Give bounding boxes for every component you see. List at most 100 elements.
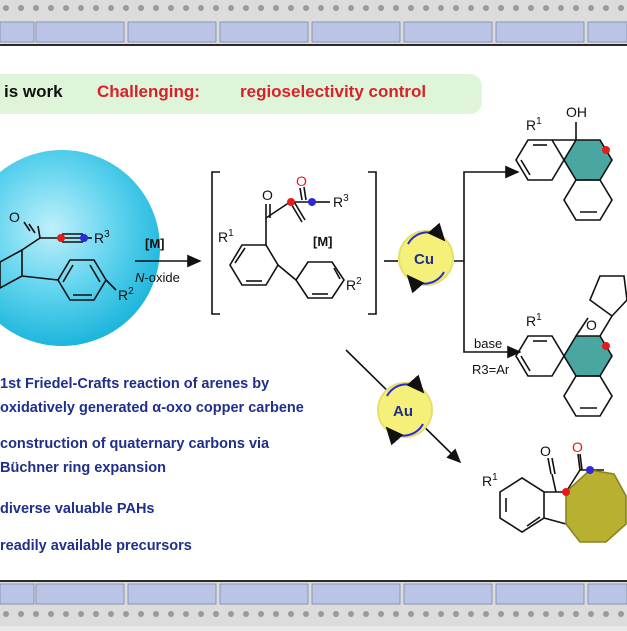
film-sprocket-hole [153,5,159,11]
dibenzopyran-product: O R1 [515,275,627,417]
buchner-product: O O R1 [482,439,627,543]
buchner-acyl-oxygen: O [572,439,583,455]
film-sprocket-hole [258,5,264,11]
copper-catalyst-circle [398,230,454,286]
film-sprocket-hole [468,5,474,11]
film-sprocket-hole [168,611,174,617]
film-sprocket-hole [78,611,84,617]
buchner-r1: R1 [482,472,498,489]
film-strip-bottom-graphic [0,583,627,617]
arrow-to-phenol [454,165,520,262]
ether-r1: R1 [526,312,542,329]
intermediate-oxygen: O [262,187,273,203]
film-sprocket-hole [228,5,234,11]
film-sprocket-hole [393,5,399,11]
film-strip-bottom [0,582,627,626]
film-sprocket-hole [18,5,24,11]
film-sprocket-hole [453,5,459,11]
film-sprocket-hole [63,5,69,11]
film-sprocket-hole [528,611,534,617]
film-sprocket-hole [93,5,99,11]
substrate-r3: R3 [94,229,110,246]
film-sprocket-hole [498,5,504,11]
film-sprocket-hole [378,5,384,11]
intermediate-brackets [211,171,377,315]
film-sprocket-hole [108,5,114,11]
film-sprocket-hole [153,611,159,617]
intermediate-bonds [229,186,345,299]
film-sprocket-hole [573,5,579,11]
film-sprocket-hole [498,611,504,617]
film-sprocket-hole [213,611,219,617]
this-work-label: is work [4,82,63,101]
film-sprocket-hole [303,611,309,617]
ether-teal-ring [564,336,612,376]
challenge-label: Challenging: [97,82,200,101]
catalyst-label: [M] [145,236,165,251]
film-sprocket-hole [558,5,564,11]
film-sprocket-hole [138,5,144,11]
starting-material: O R3 R2 [0,150,160,346]
substrate-r2: R2 [118,286,134,303]
film-sprocket-hole [573,611,579,617]
film-sprocket-hole [453,611,459,617]
carbene-red-marker [287,198,295,206]
r3-aryl-condition: R3=Ar [472,362,510,377]
arrow-to-ether [463,261,522,359]
film-sprocket-hole [33,611,39,617]
film-sprocket-hole [63,611,69,617]
film-sprocket-hole [348,5,354,11]
intermediate-r1: R1 [218,228,234,245]
film-sprocket-hole [408,5,414,11]
gold-cycle-arrow-bottom [385,423,424,446]
film-sprocket-hole [288,611,294,617]
film-sprocket-hole [423,5,429,11]
film-sprocket-hole [3,5,9,11]
film-sprocket-hole [183,611,189,617]
phenanthrol-red-marker [602,146,610,154]
film-strip-top-graphic [0,5,627,43]
film-sprocket-hole [543,5,549,11]
film-sprocket-hole [33,5,39,11]
film-sprocket-hole [483,5,489,11]
film-sprocket-hole [513,611,519,617]
ether-red-marker [602,342,610,350]
highlight-sphere [0,150,160,346]
film-sprocket-hole [213,5,219,11]
gold-label: Au [393,403,413,420]
film-sprocket-hole [228,611,234,617]
film-sprocket-hole [543,611,549,617]
film-sprocket-hole [48,5,54,11]
copper-cycle-arrow-bottom [406,271,445,294]
film-sprocket-hole [438,611,444,617]
film-sprocket-hole [438,5,444,11]
buchner-blue-marker [586,466,594,474]
film-sprocket-hole [198,5,204,11]
film-sprocket-hole [303,5,309,11]
substrate-oxygen: O [9,209,20,225]
base-label: base [474,336,502,351]
film-sprocket-hole [273,5,279,11]
film-sprocket-hole [513,5,519,11]
film-sprocket-hole [618,611,624,617]
phenanthrol-product: OH R1 [515,104,613,221]
film-sprocket-hole [243,5,249,11]
intermediate-metal: [M] [313,234,333,249]
film-sprocket-hole [603,611,609,617]
film-sprocket-hole [588,5,594,11]
film-sprocket-hole [183,5,189,11]
film-sprocket-hole [123,5,129,11]
red-atom-marker [57,234,65,242]
film-sprocket-hole [528,5,534,11]
carbene-blue-marker [308,198,316,206]
film-sprocket-hole [363,611,369,617]
oxidant-label: N-oxide [135,270,180,285]
film-sprocket-hole [243,611,249,617]
challenge-topic: regioselectivity control [240,82,427,101]
film-sprocket-hole [123,611,129,617]
bullet-quaternary-line2: Büchner ring expansion [0,460,166,476]
film-sprocket-hole [48,611,54,617]
copper-label: Cu [414,251,434,268]
film-sprocket-hole [93,611,99,617]
